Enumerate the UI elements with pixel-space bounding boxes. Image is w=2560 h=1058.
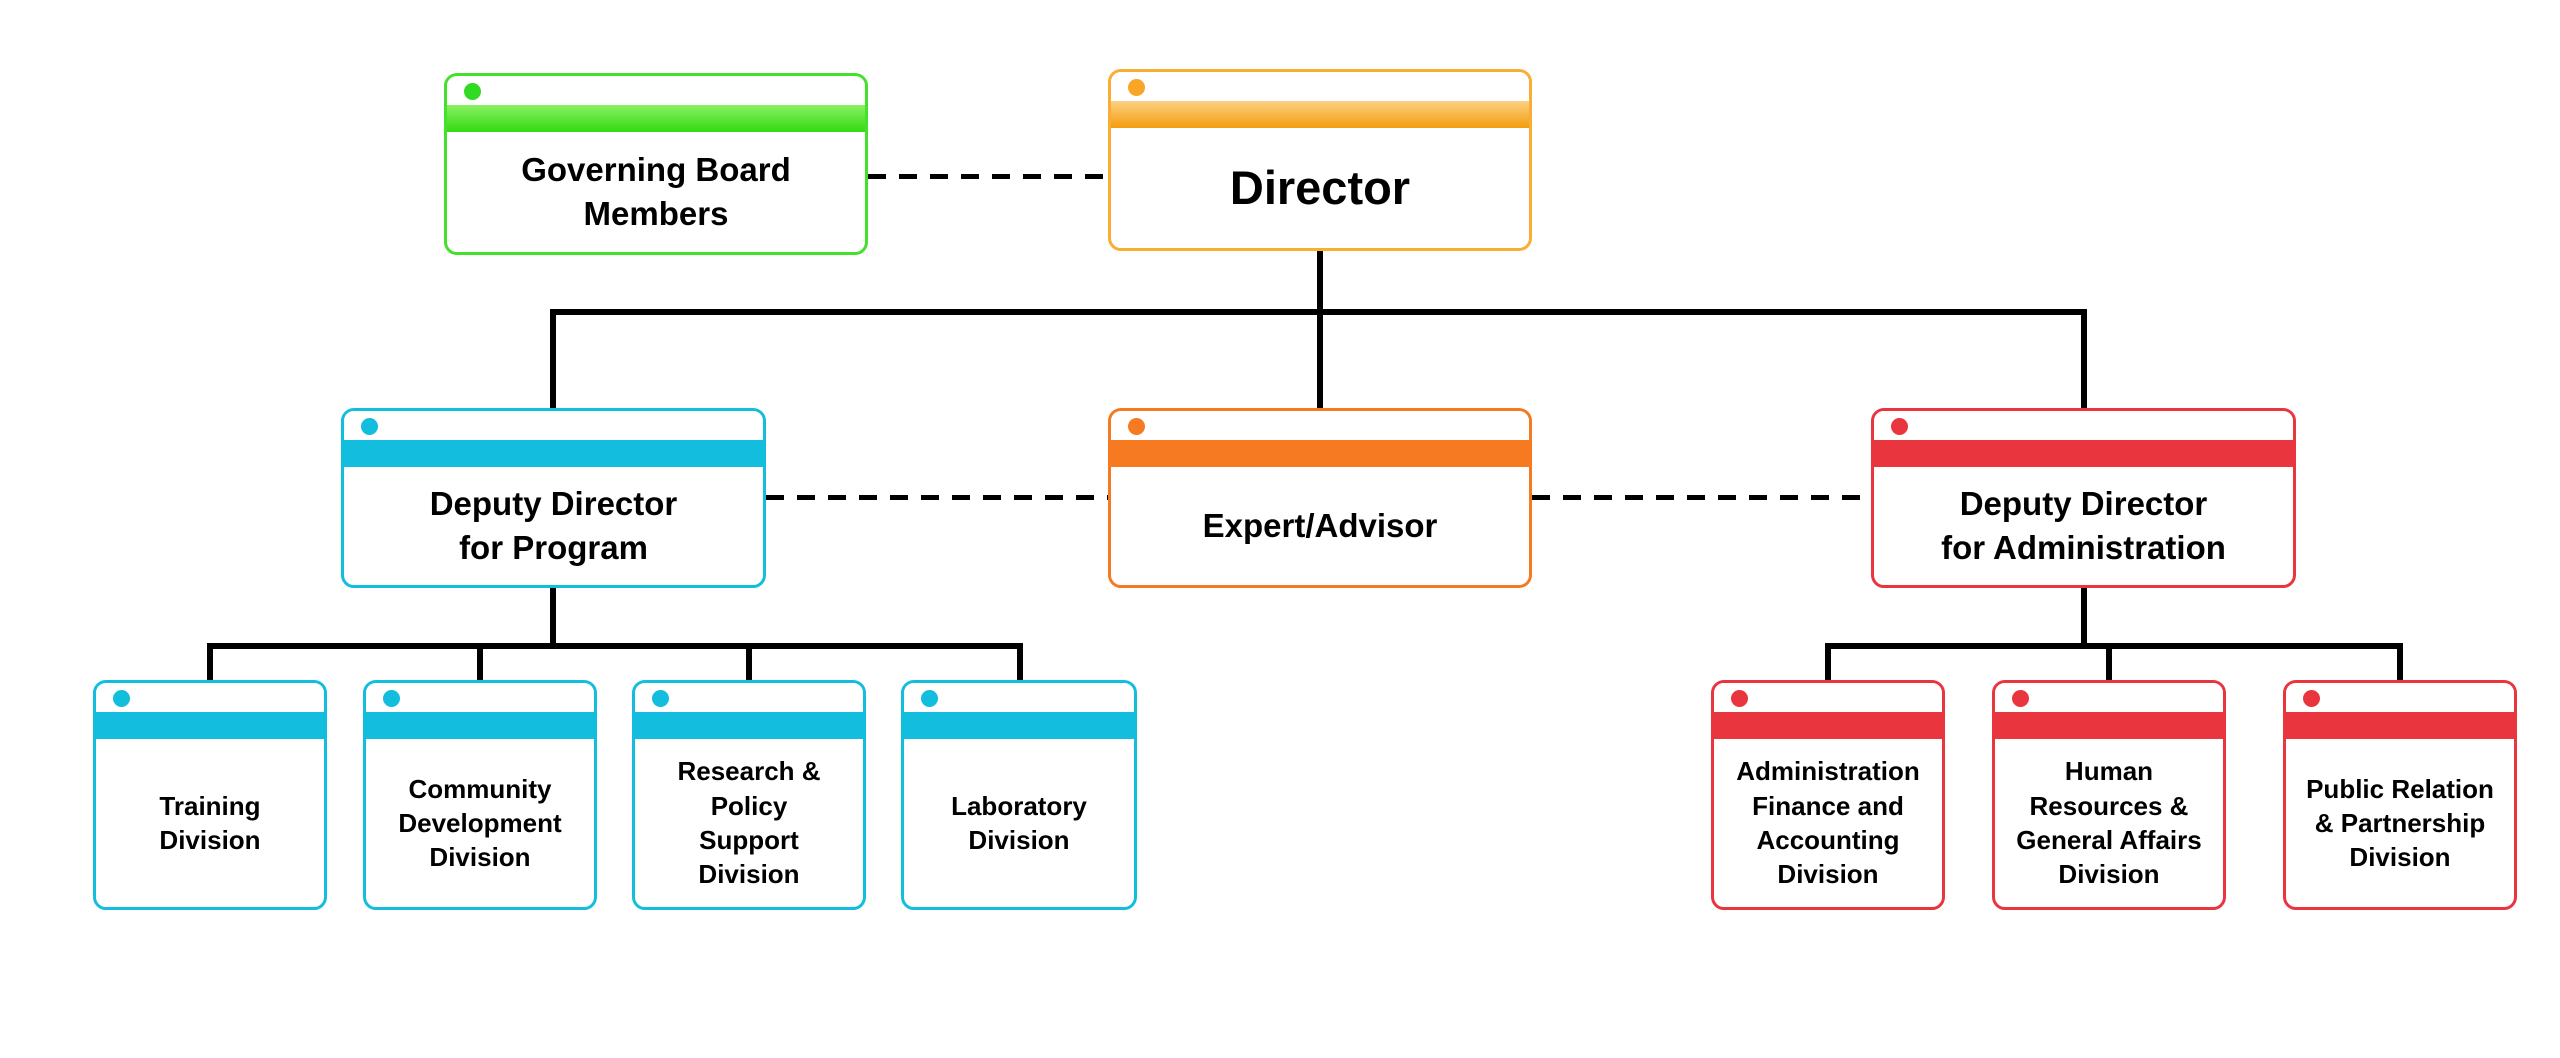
connector-drop-public-relation	[2397, 643, 2403, 683]
connector-program-riser	[550, 588, 556, 649]
connector-drop-training	[207, 643, 213, 683]
org-node-human-resources-general-affairs-division: Human Resources & General Affairs Divisi…	[1992, 680, 2226, 910]
org-node-administration-finance-accounting-division: Administration Finance and Accounting Di…	[1711, 680, 1945, 910]
connector-drop-community	[477, 643, 483, 683]
node-label: Human Resources & General Affairs Divisi…	[2016, 756, 2202, 890]
node-titlebar	[635, 683, 863, 712]
connector-top-bus	[550, 309, 2087, 315]
titlebar-dot-icon	[383, 690, 400, 707]
node-label: Laboratory Division	[951, 790, 1087, 855]
node-titlebar	[1111, 72, 1529, 101]
org-node-expert-advisor: Expert/Advisor	[1108, 408, 1532, 588]
node-titlebar	[1874, 411, 2293, 440]
node-color-bar	[96, 712, 324, 739]
node-label: Governing Board Members	[521, 151, 791, 232]
org-node-public-relation-partnership-division: Public Relation & Partnership Division	[2283, 680, 2517, 910]
titlebar-dot-icon	[1128, 418, 1145, 435]
node-label: Deputy Director for Administration	[1941, 485, 2226, 566]
titlebar-dot-icon	[1731, 690, 1748, 707]
node-color-bar	[1111, 101, 1529, 128]
dashed-connector-board-director	[868, 174, 1108, 179]
org-node-governing-board: Governing Board Members	[444, 73, 868, 255]
org-node-laboratory-division: Laboratory Division	[901, 680, 1137, 910]
connector-drop-research	[746, 643, 752, 683]
node-label: Training Division	[159, 790, 261, 855]
titlebar-dot-icon	[652, 690, 669, 707]
titlebar-dot-icon	[2303, 690, 2320, 707]
org-node-director: Director	[1108, 69, 1532, 251]
org-node-deputy-director-program: Deputy Director for Program	[341, 408, 766, 588]
titlebar-dot-icon	[2012, 690, 2029, 707]
titlebar-dot-icon	[1891, 418, 1908, 435]
connector-drop-deputy-admin	[2081, 309, 2087, 411]
titlebar-dot-icon	[113, 690, 130, 707]
titlebar-dot-icon	[921, 690, 938, 707]
node-label: Research & Policy Support Division	[677, 756, 821, 890]
node-titlebar	[904, 683, 1134, 712]
connector-admin-riser	[2081, 588, 2087, 649]
node-color-bar	[1995, 712, 2223, 739]
org-node-research-policy-support-division: Research & Policy Support Division	[632, 680, 866, 910]
connector-drop-admin-finance	[1825, 643, 1831, 683]
node-titlebar	[366, 683, 594, 712]
node-label: Community Development Division	[398, 773, 562, 873]
dashed-connector-expert-admin	[1532, 495, 1871, 500]
node-color-bar	[1714, 712, 1942, 739]
titlebar-dot-icon	[361, 418, 378, 435]
node-color-bar	[447, 105, 865, 132]
connector-drop-deputy-program	[550, 309, 556, 411]
node-color-bar	[344, 440, 763, 467]
connector-program-bus	[207, 643, 1023, 649]
node-titlebar	[2286, 683, 2514, 712]
node-color-bar	[1111, 440, 1529, 467]
node-label: Administration Finance and Accounting Di…	[1736, 756, 1920, 890]
node-color-bar	[2286, 712, 2514, 739]
titlebar-dot-icon	[1128, 79, 1145, 96]
node-color-bar	[635, 712, 863, 739]
node-color-bar	[1874, 440, 2293, 467]
node-titlebar	[1995, 683, 2223, 712]
titlebar-dot-icon	[464, 83, 481, 100]
node-label: Expert/Advisor	[1202, 507, 1438, 545]
node-label: Director	[1229, 160, 1411, 214]
node-titlebar	[447, 76, 865, 105]
node-label: Public Relation & Partnership Division	[2306, 773, 2494, 873]
dashed-connector-program-expert	[766, 495, 1108, 500]
node-color-bar	[366, 712, 594, 739]
node-titlebar	[1111, 411, 1529, 440]
node-color-bar	[904, 712, 1134, 739]
node-titlebar	[1714, 683, 1942, 712]
connector-drop-laboratory	[1017, 643, 1023, 683]
org-node-deputy-director-administration: Deputy Director for Administration	[1871, 408, 2296, 588]
node-titlebar	[96, 683, 324, 712]
connector-admin-bus	[1825, 643, 2403, 649]
node-titlebar	[344, 411, 763, 440]
org-node-training-division: Training Division	[93, 680, 327, 910]
connector-drop-human-resources	[2106, 643, 2112, 683]
org-node-community-development-division: Community Development Division	[363, 680, 597, 910]
node-label: Deputy Director for Program	[429, 485, 678, 566]
connector-director-riser	[1317, 250, 1323, 411]
